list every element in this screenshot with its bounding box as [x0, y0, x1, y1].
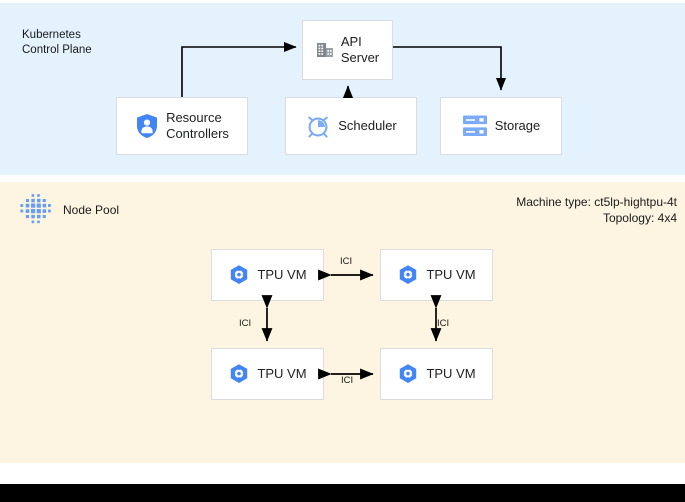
tpu-hexagon-icon: [397, 363, 419, 385]
node-tpu-vm-1-label: TPU VM: [426, 267, 476, 282]
node-tpu-vm-2[interactable]: TPU VM: [211, 348, 324, 400]
node-tpu-vm-1[interactable]: TPU VM: [380, 249, 493, 301]
bottom-bar: [0, 484, 685, 502]
node-tpu-vm-2-label: TPU VM: [257, 366, 307, 381]
node-storage-label: Storage: [494, 118, 541, 133]
node-storage[interactable]: Storage: [440, 97, 562, 155]
node-tpu-vm-0-label: TPU VM: [257, 267, 307, 282]
node-pool-metadata: Machine type: ct5lp-hightpu-4t Topology:…: [516, 194, 677, 226]
topology-text: Topology: 4x4: [602, 211, 677, 225]
node-tpu-vm-3-label: TPU VM: [426, 366, 476, 381]
alarm-clock-icon: [305, 113, 331, 139]
node-resource-controllers[interactable]: Resource Controllers: [116, 97, 248, 155]
node-api-server-label: API Server: [340, 34, 380, 65]
tpu-hexagon-icon: [228, 264, 250, 286]
node-scheduler[interactable]: Scheduler: [285, 97, 417, 155]
node-api-server[interactable]: API Server: [302, 20, 393, 80]
ici-label-top-horizontal: ICI: [340, 256, 353, 267]
machine-type-text: Machine type: ct5lp-hightpu-4t: [516, 195, 677, 209]
tpu-hexagon-icon: [397, 264, 419, 286]
node-tpu-vm-0[interactable]: TPU VM: [211, 249, 324, 301]
ici-label-right-vertical: ICI: [437, 318, 450, 329]
building-icon: [316, 41, 334, 59]
control-plane-label: Kubernetes Control Plane: [22, 29, 92, 56]
node-pool-label: Node Pool: [63, 203, 120, 217]
node-tpu-vm-3[interactable]: TPU VM: [380, 348, 493, 400]
storage-rack-icon: [462, 114, 488, 138]
node-resource-controllers-label: Resource Controllers: [166, 110, 229, 141]
dot-cluster-icon: [16, 192, 54, 230]
tpu-hexagon-icon: [228, 363, 250, 385]
node-scheduler-label: Scheduler: [338, 118, 397, 133]
node-pool-panel: [0, 182, 685, 463]
ici-label-bottom-horizontal: ICI: [341, 375, 354, 386]
shield-person-icon: [135, 113, 159, 139]
ici-label-left-vertical: ICI: [239, 318, 252, 329]
